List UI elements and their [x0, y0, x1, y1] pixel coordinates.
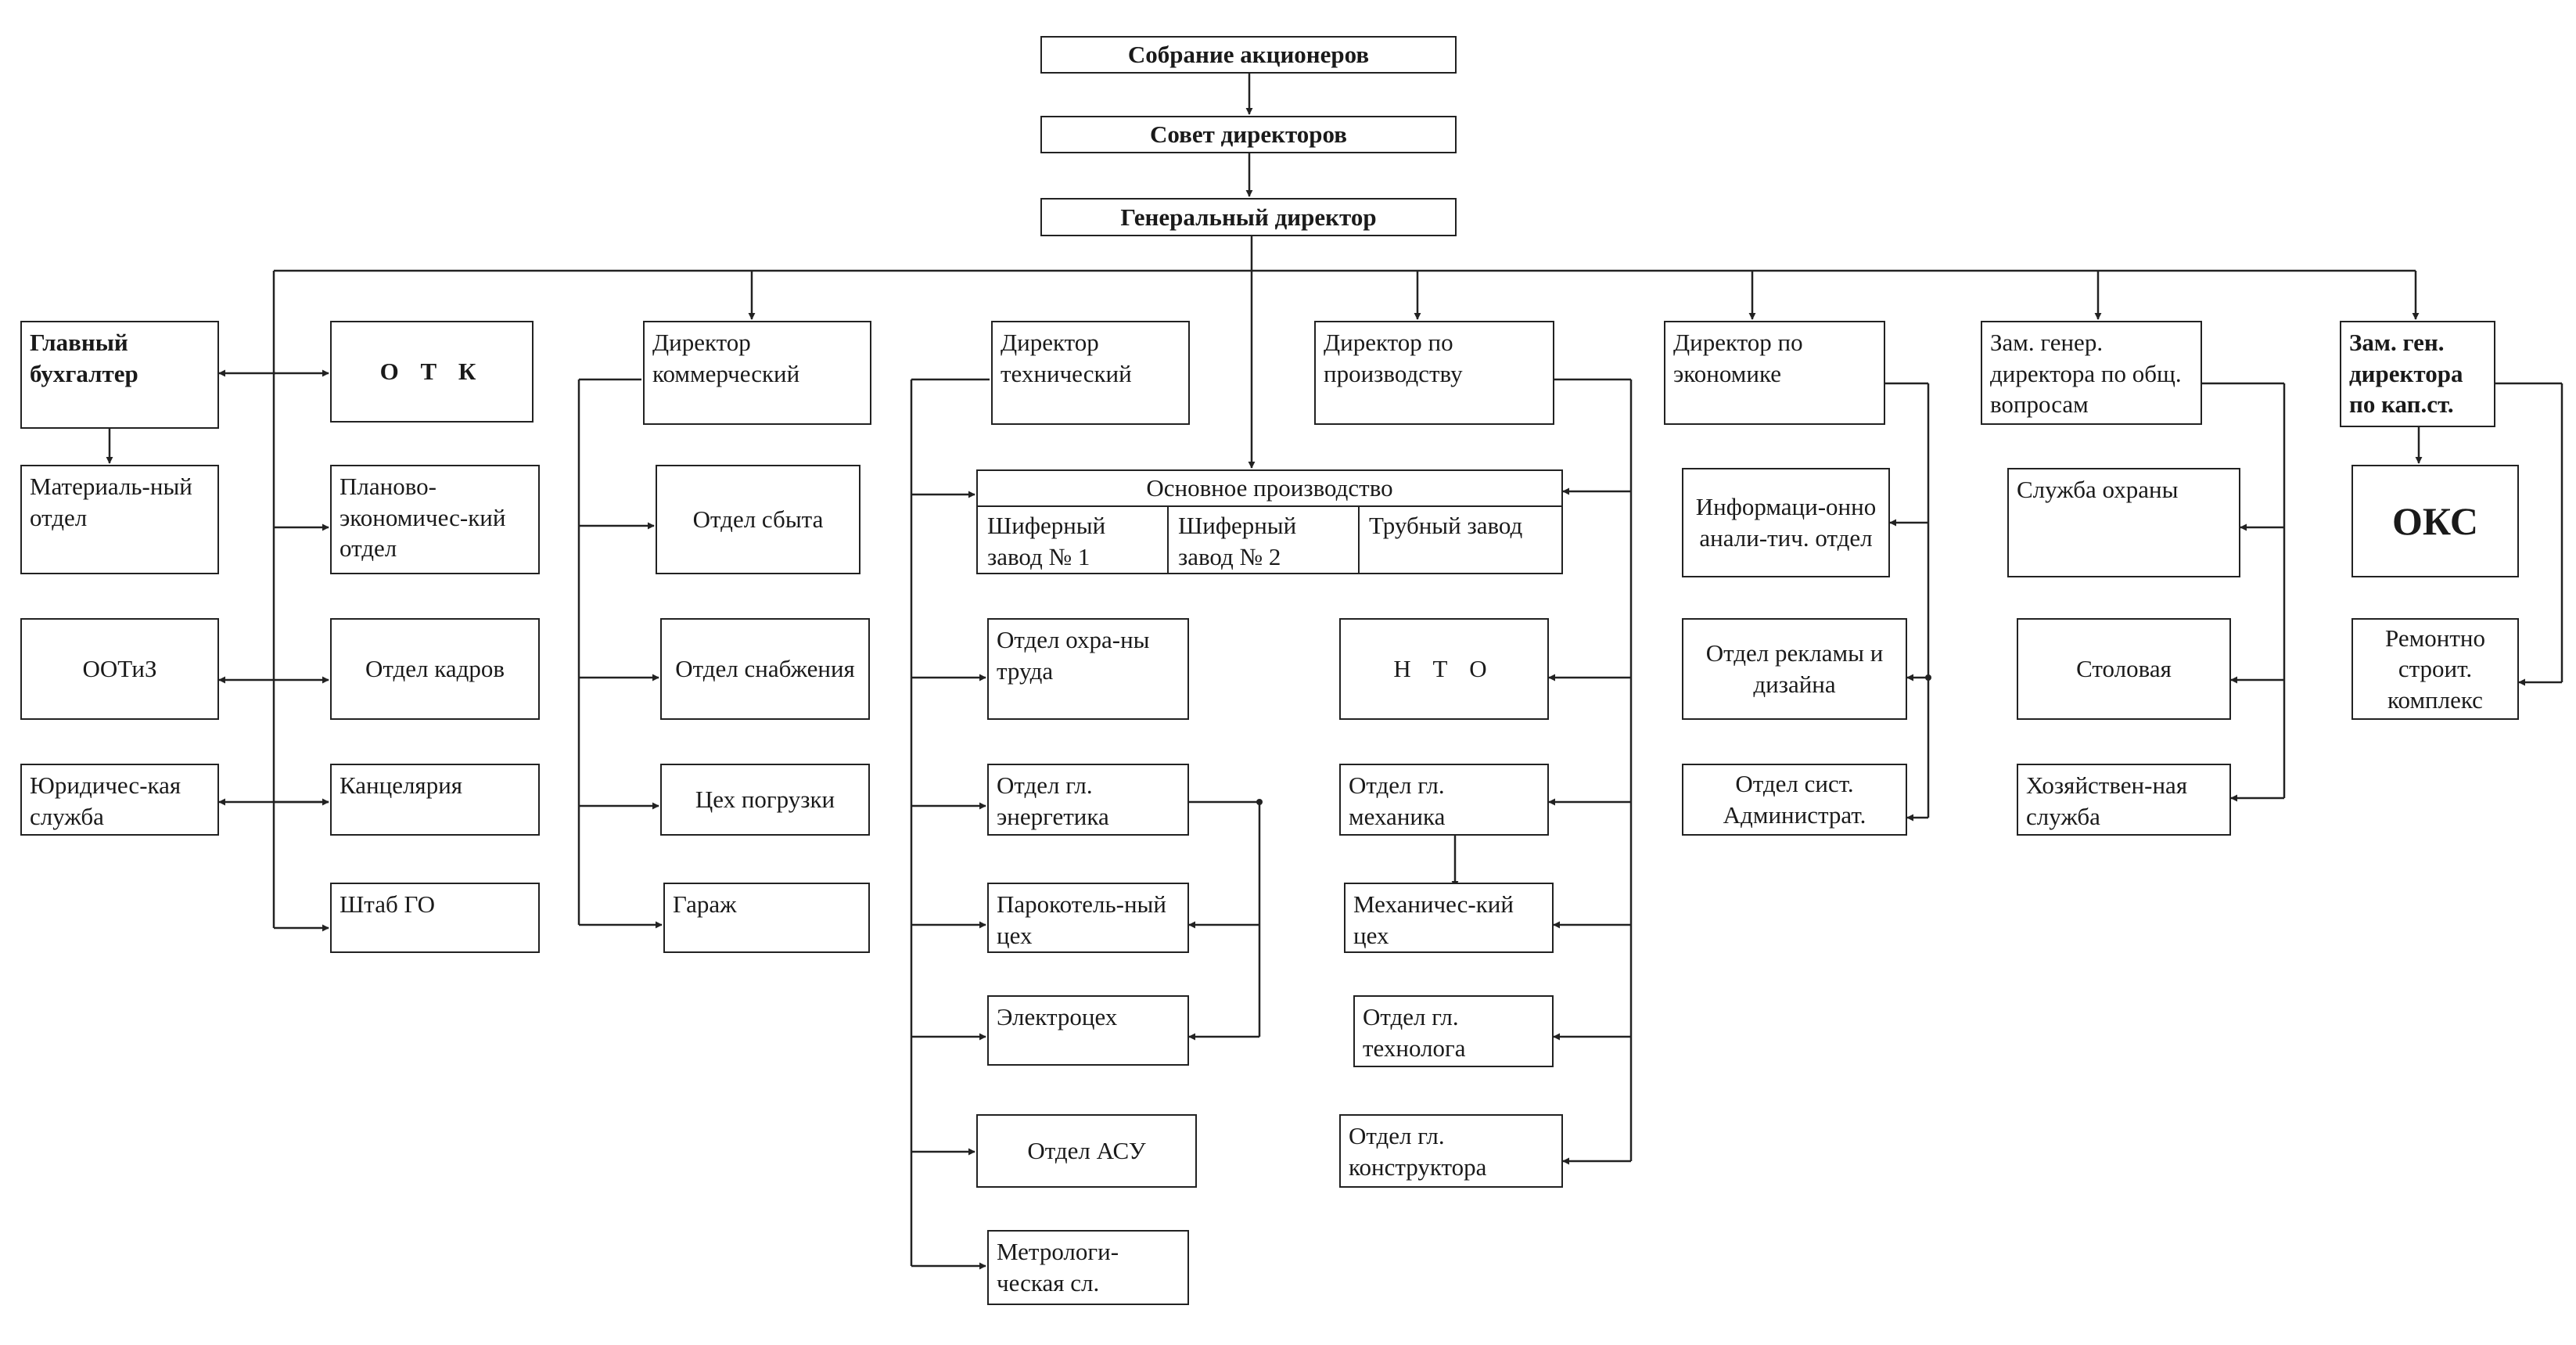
- node-planning-dept: Планово-экономичес-кий отдел: [330, 465, 540, 574]
- node-chief-technologist-dept-label: Отдел гл. технолога: [1363, 1003, 1466, 1062]
- node-chief-mechanic-dept: Отдел гл. механика: [1339, 764, 1549, 836]
- node-nto-label: Н Т О: [1393, 655, 1495, 683]
- node-canteen-label: Столовая: [2076, 655, 2172, 683]
- node-economics-director: Директор по экономике: [1664, 321, 1885, 425]
- node-otk: О Т К: [330, 321, 534, 423]
- node-chief-accountant: Главный бухгалтер: [20, 321, 219, 429]
- node-slate-plant-2-label: Шиферный завод № 2: [1178, 512, 1297, 570]
- node-asu-dept: Отдел АСУ: [976, 1114, 1197, 1188]
- node-economics-director-label: Директор по экономике: [1673, 329, 1803, 387]
- node-chief-technologist-dept: Отдел гл. технолога: [1353, 995, 1554, 1067]
- node-asu-dept-label: Отдел АСУ: [1027, 1137, 1146, 1165]
- node-hr-dept-label: Отдел кадров: [365, 655, 505, 683]
- node-oks: ОКС: [2351, 465, 2519, 577]
- node-production-director: Директор по производству: [1314, 321, 1554, 425]
- node-labor-safety: Отдел охра-ны труда: [987, 618, 1189, 720]
- node-sales-dept-label: Отдел сбыта: [692, 505, 824, 534]
- node-deputy-general-label: Зам. генер. директора по общ. вопросам: [1990, 329, 2182, 419]
- node-shareholders: Собрание акционеров: [1040, 36, 1457, 74]
- node-chief-power-dept-label: Отдел гл. энергетика: [997, 771, 1109, 830]
- node-metrology-service: Метрологи-ческая сл.: [987, 1230, 1189, 1305]
- node-loading-shop-label: Цех погрузки: [695, 786, 835, 814]
- node-otk-label: О Т К: [379, 358, 484, 386]
- node-main-production-label: Основное производство: [1146, 474, 1393, 502]
- node-material-dept: Материаль-ный отдел: [20, 465, 219, 574]
- node-electric-shop-label: Электроцех: [997, 1003, 1118, 1030]
- node-loading-shop: Цех погрузки: [660, 764, 870, 836]
- node-supply-dept-label: Отдел снабжения: [675, 655, 855, 683]
- node-ootiz-label: ООТиЗ: [82, 655, 157, 683]
- node-legal-service: Юридичес-кая служба: [20, 764, 219, 836]
- node-board: Совет директоров: [1040, 116, 1457, 153]
- node-shareholders-label: Собрание акционеров: [1127, 41, 1370, 69]
- node-technical-director-label: Директор технический: [1001, 329, 1132, 387]
- node-pipe-plant: Трубный завод: [1360, 505, 1561, 573]
- node-mechanical-shop-label: Механичес-кий цех: [1353, 890, 1514, 949]
- node-commercial-director: Директор коммерческий: [643, 321, 871, 425]
- node-chief-designer-dept: Отдел гл. конструктора: [1339, 1114, 1563, 1188]
- node-garage-label: Гараж: [673, 890, 737, 918]
- node-board-label: Совет директоров: [1149, 120, 1348, 149]
- node-boiler-shop: Парокотель-ный цех: [987, 883, 1189, 953]
- node-slate-plant-2: Шиферный завод № 2: [1169, 505, 1360, 573]
- node-security-service: Служба охраны: [2007, 468, 2240, 577]
- node-supply-dept: Отдел снабжения: [660, 618, 870, 720]
- node-production-director-label: Директор по производству: [1324, 329, 1463, 387]
- node-metrology-service-label: Метрологи-ческая сл.: [997, 1238, 1119, 1296]
- node-commercial-director-label: Директор коммерческий: [652, 329, 800, 387]
- node-general-director-label: Генеральный директор: [1120, 203, 1377, 231]
- node-chancellery-label: Канцелярия: [340, 771, 463, 799]
- node-garage: Гараж: [663, 883, 870, 953]
- node-ootiz: ООТиЗ: [20, 618, 219, 720]
- node-electric-shop: Электроцех: [987, 995, 1189, 1066]
- node-civil-defense: Штаб ГО: [330, 883, 540, 953]
- node-security-service-label: Служба охраны: [2017, 476, 2179, 503]
- node-household-service: Хозяйствен-ная служба: [2017, 764, 2231, 836]
- node-civil-defense-label: Штаб ГО: [340, 890, 436, 918]
- node-pipe-plant-label: Трубный завод: [1369, 512, 1523, 539]
- node-oks-label: ОКС: [2391, 499, 2478, 543]
- node-mechanical-shop: Механичес-кий цех: [1344, 883, 1554, 953]
- node-info-dept: Информаци-онно анали-тич. отдел: [1682, 468, 1890, 577]
- node-general-director: Генеральный директор: [1040, 198, 1457, 236]
- node-chancellery: Канцелярия: [330, 764, 540, 836]
- node-deputy-general: Зам. генер. директора по общ. вопросам: [1981, 321, 2202, 425]
- node-legal-service-label: Юридичес-кая служба: [30, 771, 181, 830]
- node-household-service-label: Хозяйствен-ная служба: [2026, 771, 2188, 830]
- node-material-dept-label: Материаль-ный отдел: [30, 473, 192, 531]
- node-main-production: Основное производство Шиферный завод № 1…: [976, 469, 1563, 574]
- node-slate-plant-1: Шиферный завод № 1: [978, 505, 1169, 573]
- node-planning-dept-label: Планово-экономичес-кий отдел: [340, 473, 506, 563]
- node-advertising-dept: Отдел рекламы и дизайна: [1682, 618, 1907, 720]
- node-sales-dept: Отдел сбыта: [656, 465, 860, 574]
- node-info-dept-label: Информаци-онно анали-тич. отдел: [1695, 493, 1877, 552]
- node-repair-complex: Ремонтно строит. комплекс: [2351, 618, 2519, 720]
- node-sysadmin-dept: Отдел сист. Администрат.: [1682, 764, 1907, 836]
- node-deputy-capital: Зам. ген. директора по кап.ст.: [2340, 321, 2495, 427]
- node-repair-complex-label: Ремонтно строит. комплекс: [2385, 624, 2485, 714]
- node-technical-director: Директор технический: [991, 321, 1190, 425]
- node-nto: Н Т О: [1339, 618, 1549, 720]
- node-chief-accountant-label: Главный бухгалтер: [30, 329, 138, 387]
- node-canteen: Столовая: [2017, 618, 2231, 720]
- node-chief-power-dept: Отдел гл. энергетика: [987, 764, 1189, 836]
- node-chief-mechanic-dept-label: Отдел гл. механика: [1349, 771, 1446, 830]
- node-sysadmin-dept-label: Отдел сист. Администрат.: [1723, 770, 1866, 829]
- node-hr-dept: Отдел кадров: [330, 618, 540, 720]
- node-boiler-shop-label: Парокотель-ный цех: [997, 890, 1166, 949]
- node-chief-designer-dept-label: Отдел гл. конструктора: [1349, 1122, 1487, 1181]
- node-deputy-capital-label: Зам. ген. директора по кап.ст.: [2349, 329, 2463, 419]
- node-slate-plant-1-label: Шиферный завод № 1: [987, 512, 1106, 570]
- node-labor-safety-label: Отдел охра-ны труда: [997, 626, 1150, 685]
- node-main-production-title: Основное производство: [978, 471, 1561, 505]
- node-advertising-dept-label: Отдел рекламы и дизайна: [1705, 639, 1884, 698]
